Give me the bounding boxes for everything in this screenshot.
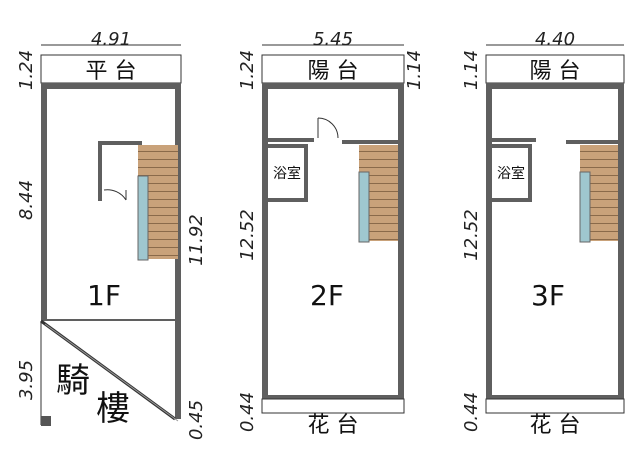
stair-rail: [137, 175, 149, 261]
main-depth-label: 12.52: [461, 209, 482, 261]
floor-label: 3F: [531, 279, 565, 312]
top-area-label: 平 台: [86, 59, 137, 84]
stair-depth-label: 11.92: [186, 214, 207, 266]
arcade-diagonal-line: [44, 323, 179, 422]
stair-wall-top: [342, 140, 398, 144]
stair-wall-top: [98, 141, 142, 145]
stair-rail: [579, 171, 591, 243]
wall-left: [486, 83, 492, 399]
plan-2f: 5.45 陽 台 1.24 1.14 浴室 12.52 0.44 花 台 2F: [237, 29, 425, 438]
partition: [268, 138, 314, 142]
wall-left: [262, 83, 268, 399]
stair-wall-left: [98, 141, 102, 201]
bottom-area-label: 花 台: [308, 413, 359, 438]
top-width-label: 4.91: [91, 29, 131, 50]
wall-left: [41, 83, 47, 321]
partition: [492, 138, 536, 142]
wall-top: [262, 83, 404, 89]
floor-label: 2F: [310, 279, 344, 312]
planter-box: [485, 398, 625, 414]
door-swing: [103, 189, 127, 201]
bathroom-label: 浴室: [273, 165, 301, 182]
main-depth-label: 12.52: [237, 209, 258, 261]
bathroom: [264, 144, 308, 202]
plan-3f: 4.40 陽 台 1.14 浴室 12.52 0.44 花 台 3F: [461, 29, 625, 438]
top-area-label: 陽 台: [530, 59, 581, 84]
bathroom: [488, 144, 532, 202]
door-swing: [317, 117, 339, 139]
top-right-depth-label: 1.14: [404, 50, 425, 90]
stair-wall-top: [566, 140, 618, 144]
front-depth-label: 3.95: [16, 360, 37, 400]
wall-right: [398, 83, 404, 399]
top-depth-label: 1.24: [237, 50, 258, 90]
top-depth-label: 1.24: [16, 50, 37, 90]
bottom-depth-label: 0.44: [461, 392, 482, 432]
top-area-label: 陽 台: [308, 59, 359, 84]
wall-top: [486, 83, 624, 89]
wall-bottom: [262, 395, 404, 399]
front-right-label: 0.45: [186, 400, 207, 440]
bottom-area-label: 花 台: [530, 413, 581, 438]
pillar: [41, 416, 51, 426]
planter-box: [261, 398, 405, 414]
stair-rail: [358, 171, 370, 243]
bathroom-label: 浴室: [497, 165, 525, 182]
arcade-label-2: 樓: [96, 389, 130, 429]
wall-front: [41, 319, 181, 321]
plan-1f: 4.91 平 台 1.24 3.95 0.45 騎 樓 8.44 11.92 1…: [16, 29, 207, 440]
bottom-depth-label: 0.44: [237, 392, 258, 432]
wall-right: [618, 83, 624, 399]
top-width-label: 4.40: [535, 29, 575, 50]
wall-top: [41, 83, 181, 89]
floor-label: 1F: [87, 279, 121, 312]
left-depth-label: 8.44: [16, 180, 37, 220]
top-depth-label: 1.14: [461, 50, 482, 90]
top-width-label: 5.45: [313, 29, 353, 50]
arcade-label-1: 騎: [56, 361, 90, 401]
wall-bottom: [486, 395, 624, 399]
